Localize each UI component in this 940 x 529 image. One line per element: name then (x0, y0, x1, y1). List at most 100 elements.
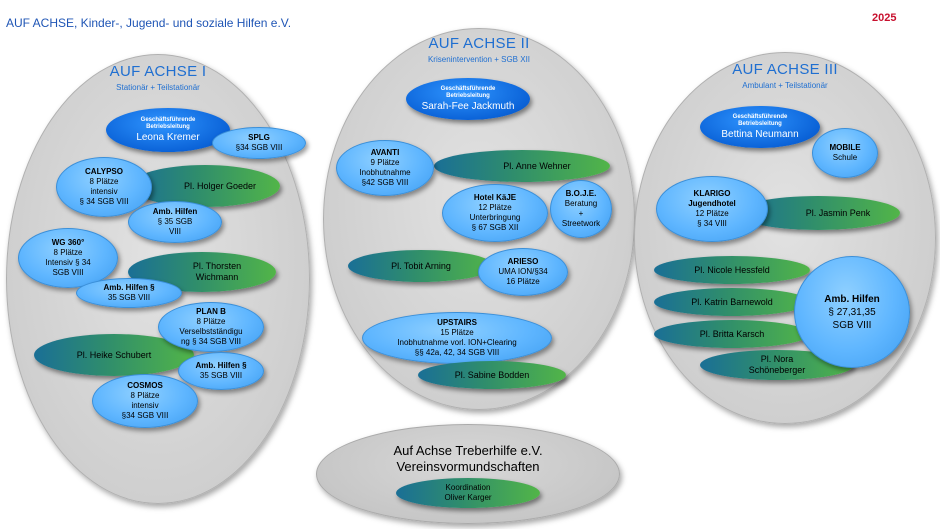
section-1-title: AUF ACHSE I (109, 63, 207, 80)
unit-name: CALYPSO (85, 167, 123, 176)
section-2-management: Geschäftsführende Betriebsleitung Sarah-… (406, 78, 530, 120)
unit-line: UMA ION/§34 (498, 267, 548, 276)
unit-law: §34 SGB VIII (235, 143, 283, 152)
unit-name: Hotel KäJE (473, 193, 517, 202)
lead-tobit-arning: Pl. Tobit Arning (348, 250, 494, 282)
unit-line: 35 SGB VIII (107, 293, 151, 302)
unit-line: Verselbstständigu (179, 327, 243, 336)
unit-name: COSMOS (127, 381, 163, 390)
unit-plan-b: PLAN B 8 Plätze Verselbstständigu ng § 3… (158, 302, 264, 352)
lead-name: Pl. Sabine Bodden (454, 369, 530, 380)
unit-line: Streetwork (561, 219, 601, 228)
mgmt-role: Geschäftsführende Betriebsleitung (440, 85, 496, 99)
unit-wg-360: WG 360° 8 Plätze Intensiv § 34 SGB VIII (18, 228, 118, 288)
unit-name: B.O.J.E. (565, 189, 597, 198)
coordination-oliver-karger: Koordination Oliver Karger (396, 478, 540, 508)
unit-avanti: AVANTI 9 Plätze Inobhutnahme §42 SGB VII… (336, 140, 434, 196)
mgmt-name: Sarah-Fee Jackmuth (421, 100, 515, 112)
section-2-subtitle: Krisenintervention + SGB XII (427, 55, 531, 64)
unit-calypso: CALYPSO 8 Plätze intensiv § 34 SGB VIII (56, 157, 152, 217)
unit-line: Schule (832, 153, 858, 162)
coord-label: Koordination (445, 483, 491, 492)
unit-line: § 27,31,35 (828, 306, 876, 318)
section-3-title: AUF ACHSE III (732, 61, 838, 78)
mgmt-name: Bettina Neumann (721, 128, 799, 140)
unit-line: + (578, 209, 584, 218)
unit-line: §42 SGB VIII (361, 178, 409, 187)
unit-name: MOBILE (829, 143, 861, 152)
treberhilfe-subtitle: Vereinsvormundschaften (396, 459, 540, 474)
unit-name: Amb. Hilfen § (195, 361, 247, 370)
unit-line: 8 Plätze (196, 317, 226, 326)
section-3-management: Geschäftsführende Betriebsleitung Bettin… (700, 106, 820, 148)
section-3-subtitle: Ambulant + Teilstationär (742, 81, 828, 90)
unit-subname: Jugendhotel (688, 199, 736, 208)
lead-name: Pl. Nicole Hessfeld (694, 264, 770, 275)
lead-name: Pl. Jasmin Penk (805, 207, 871, 218)
unit-line: 12 Plätze (478, 203, 512, 212)
section-1-management: Geschäftsführende Betriebsleitung Leona … (106, 108, 230, 152)
unit-line: VIII (168, 227, 181, 236)
unit-name: Amb. Hilfen (152, 207, 198, 216)
unit-amb-hilfen-2: Amb. Hilfen § 35 SGB VIII (76, 278, 182, 308)
unit-line: Beratung (564, 199, 598, 208)
unit-line: intensiv (131, 401, 159, 410)
unit-line: § 34 VIII (697, 219, 727, 228)
unit-line: 12 Plätze (695, 209, 729, 218)
year-label: 2025 (872, 12, 897, 24)
org-title: AUF ACHSE, Kinder-, Jugend- und soziale … (6, 16, 292, 30)
coord-name: Oliver Karger (444, 493, 492, 502)
lead-nicole-hessfeld: Pl. Nicole Hessfeld (654, 256, 810, 284)
unit-name: Amb. Hilfen § (103, 283, 155, 292)
unit-name: Amb. Hilfen (824, 293, 880, 305)
lead-name: Pl. Katrin Barnewold (691, 296, 773, 307)
lead-name: Pl. Holger Goeder (183, 180, 257, 191)
unit-boje: B.O.J.E. Beratung + Streetwork (550, 180, 612, 238)
unit-line: 8 Plätze (130, 391, 160, 400)
unit-cosmos: COSMOS 8 Plätze intensiv §34 SGB VIII (92, 374, 198, 428)
unit-amb-hilfen-3: Amb. Hilfen § 35 SGB VIII (178, 352, 264, 390)
unit-name: SPLG (248, 133, 270, 142)
unit-name: AVANTI (370, 148, 400, 157)
unit-line: SGB VIII (832, 319, 872, 331)
unit-line: 9 Plätze (370, 158, 400, 167)
unit-hotel-kaje: Hotel KäJE 12 Plätze Unterbringung § 67 … (442, 184, 548, 242)
lead-name: Schöneberger (748, 365, 806, 375)
unit-line: Inobhutnahme vorl. ION+Clearing (397, 338, 517, 347)
unit-klarigo: KLARIGO Jugendhotel 12 Plätze § 34 VIII (656, 176, 768, 242)
mgmt-role: Geschäftsführende Betriebsleitung (732, 113, 788, 127)
unit-line: § 34 SGB VIII (79, 197, 129, 206)
unit-name: KLARIGO (693, 189, 731, 198)
unit-name: UPSTAIRS (437, 318, 477, 327)
lead-sabine-bodden: Pl. Sabine Bodden (418, 361, 566, 389)
unit-amb-hilfen-1: Amb. Hilfen § 35 SGB VIII (128, 201, 222, 243)
unit-line: ng § 34 SGB VIII (180, 337, 242, 346)
lead-name: Pl. Britta Karsch (699, 328, 765, 339)
unit-name: PLAN B (196, 307, 226, 316)
unit-mobile: MOBILE Schule (812, 128, 878, 178)
lead-name: Pl. Nora (760, 354, 794, 364)
unit-line: Unterbringung (469, 213, 521, 222)
unit-amb-hilfen-3-large: Amb. Hilfen § 27,31,35 SGB VIII (794, 256, 910, 368)
unit-line: 15 Plätze (440, 328, 474, 337)
unit-line: 16 Plätze (506, 277, 540, 286)
unit-line: intensiv (90, 187, 118, 196)
unit-line: 8 Plätze (53, 248, 83, 257)
unit-splg: SPLG §34 SGB VIII (212, 127, 306, 159)
unit-line: § 67 SGB XII (471, 223, 519, 232)
unit-arieso: ARIESO UMA ION/§34 16 Plätze (478, 248, 568, 296)
lead-name: Pl. Thorsten (192, 261, 242, 271)
lead-anne-wehner: Pl. Anne Wehner (434, 150, 610, 182)
unit-line: 8 Plätze (89, 177, 119, 186)
treberhilfe-title: Auf Achse Treberhilfe e.V. (393, 443, 543, 458)
lead-name: Pl. Tobit Arning (391, 260, 451, 271)
unit-line: Inobhutnahme (359, 168, 411, 177)
section-1-subtitle: Stationär + Teilstationär (116, 83, 200, 92)
unit-name: WG 360° (51, 238, 85, 247)
unit-line: SGB VIII (52, 268, 84, 277)
unit-line: §34 SGB VIII (121, 411, 169, 420)
mgmt-role: Geschäftsführende Betriebsleitung (140, 116, 196, 130)
treberhilfe-oval: Auf Achse Treberhilfe e.V. Vereinsvormun… (316, 424, 620, 524)
unit-upstairs: UPSTAIRS 15 Plätze Inobhutnahme vorl. IO… (362, 312, 552, 364)
mgmt-name: Leona Kremer (136, 131, 200, 143)
